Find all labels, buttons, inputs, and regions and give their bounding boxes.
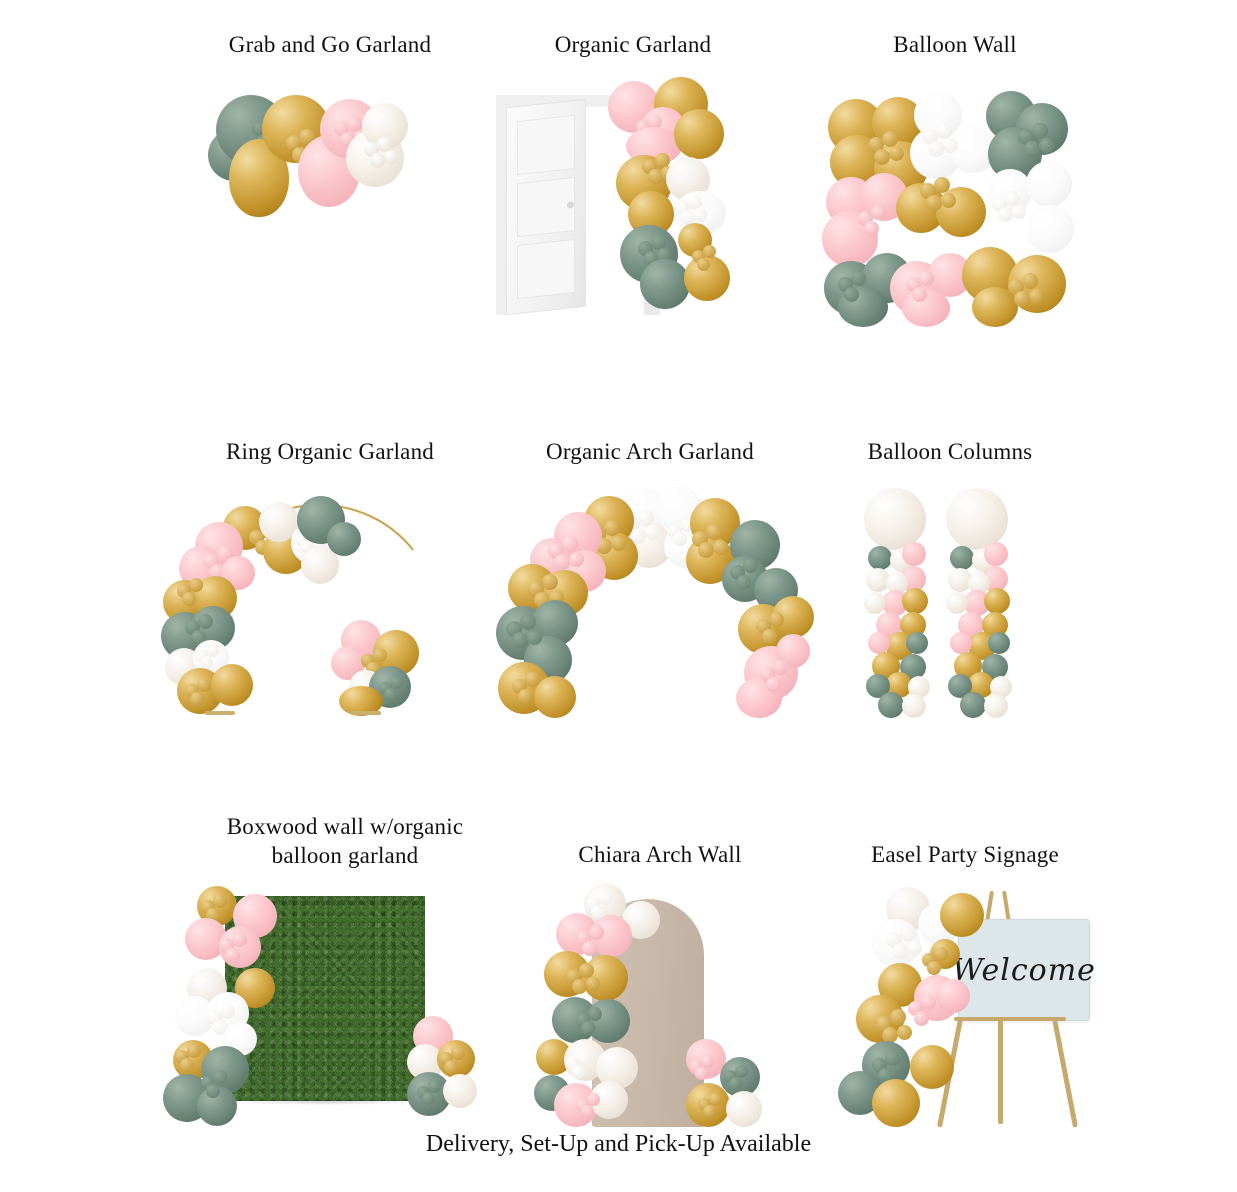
- balloon: [972, 287, 1018, 327]
- balloon: [586, 999, 630, 1043]
- balloon: [908, 676, 930, 698]
- balloon: [1026, 161, 1072, 207]
- sign-text: Welcome: [952, 952, 1096, 988]
- door-panel: [517, 238, 575, 300]
- balloon: [872, 1079, 920, 1127]
- balloon: [940, 893, 984, 937]
- balloon: [886, 572, 908, 594]
- balloon: [988, 632, 1010, 654]
- balloon-topper: [864, 488, 926, 550]
- balloon: [327, 522, 361, 556]
- stand-base: [205, 711, 235, 715]
- balloon: [443, 1074, 477, 1108]
- balloon: [868, 546, 892, 570]
- item-title: Organic Garland: [554, 32, 712, 57]
- art-boxwood-wall: [145, 880, 545, 1130]
- item-title: Chiara Arch Wall: [578, 842, 742, 867]
- balloon: [726, 1091, 762, 1127]
- balloon: [936, 979, 970, 1013]
- art-balloon-wall: [810, 65, 1100, 327]
- balloon: [211, 664, 253, 706]
- catalog-item-grab-and-go-garland[interactable]: Grab and Go Garland: [150, 30, 510, 280]
- door-panel: [517, 176, 575, 238]
- balloon: [950, 632, 972, 654]
- catalog-item-organic-garland[interactable]: Organic Garland: [468, 30, 798, 330]
- balloon: [960, 692, 986, 718]
- balloon: [984, 694, 1008, 718]
- art-arch-garland: [490, 480, 814, 720]
- balloon: [902, 588, 928, 614]
- art-door-garland: [468, 73, 798, 323]
- item-title: Balloon Columns: [867, 439, 1033, 464]
- door-panel: [517, 114, 575, 176]
- balloon: [864, 592, 886, 614]
- art-ring-garland: [145, 480, 515, 740]
- art-small-garland: [150, 77, 510, 267]
- welcome-sign: Welcome: [952, 919, 1096, 1021]
- door-leaf: [506, 98, 586, 316]
- balloon-topper: [946, 488, 1008, 550]
- easel-tray: [954, 1017, 1066, 1021]
- balloon: [984, 542, 1008, 566]
- balloon: [878, 692, 904, 718]
- catalog-item-ring-organic-garland[interactable]: Ring Organic Garland: [145, 437, 515, 740]
- balloon: [640, 259, 690, 309]
- balloon: [534, 676, 576, 718]
- catalog-item-boxwood-wall[interactable]: Boxwood wall w/organic balloon garland: [145, 812, 545, 1132]
- item-title: Boxwood wall w/organic balloon garland: [226, 814, 464, 868]
- balloon: [902, 542, 926, 566]
- balloon: [910, 1045, 954, 1089]
- art-chiara-arch: [520, 879, 800, 1129]
- art-balloon-columns: [820, 480, 1080, 725]
- catalog-item-organic-arch-garland[interactable]: Organic Arch Garland: [490, 437, 814, 727]
- balloon: [674, 109, 724, 159]
- balloon: [950, 546, 974, 570]
- stand-base: [351, 711, 381, 715]
- catalog-item-easel-party-signage[interactable]: Easel Party Signage Welcome: [830, 840, 1100, 1130]
- balloon: [906, 632, 928, 654]
- item-title: Ring Organic Garland: [226, 439, 434, 464]
- balloon: [968, 572, 990, 594]
- easel-leg: [998, 1019, 1003, 1124]
- balloon: [1026, 205, 1074, 253]
- balloon: [984, 588, 1010, 614]
- footer-note: Delivery, Set-Up and Pick-Up Available: [425, 1131, 812, 1157]
- balloon: [990, 676, 1012, 698]
- panel-shadow: [231, 1098, 421, 1105]
- balloon: [946, 592, 968, 614]
- item-title: Balloon Wall: [893, 32, 1017, 57]
- easel-leg: [1052, 1018, 1078, 1128]
- catalog-item-chiara-arch-wall[interactable]: Chiara Arch Wall: [520, 840, 800, 1130]
- catalog-item-balloon-wall[interactable]: Balloon Wall: [810, 30, 1100, 330]
- catalog-item-balloon-columns[interactable]: Balloon Columns: [820, 437, 1080, 727]
- item-title: Grab and Go Garland: [228, 32, 432, 57]
- item-title: Easel Party Signage: [871, 842, 1059, 867]
- art-easel-signage: Welcome: [830, 879, 1100, 1129]
- item-title: Organic Arch Garland: [546, 439, 754, 464]
- balloon: [902, 694, 926, 718]
- balloon: [868, 632, 890, 654]
